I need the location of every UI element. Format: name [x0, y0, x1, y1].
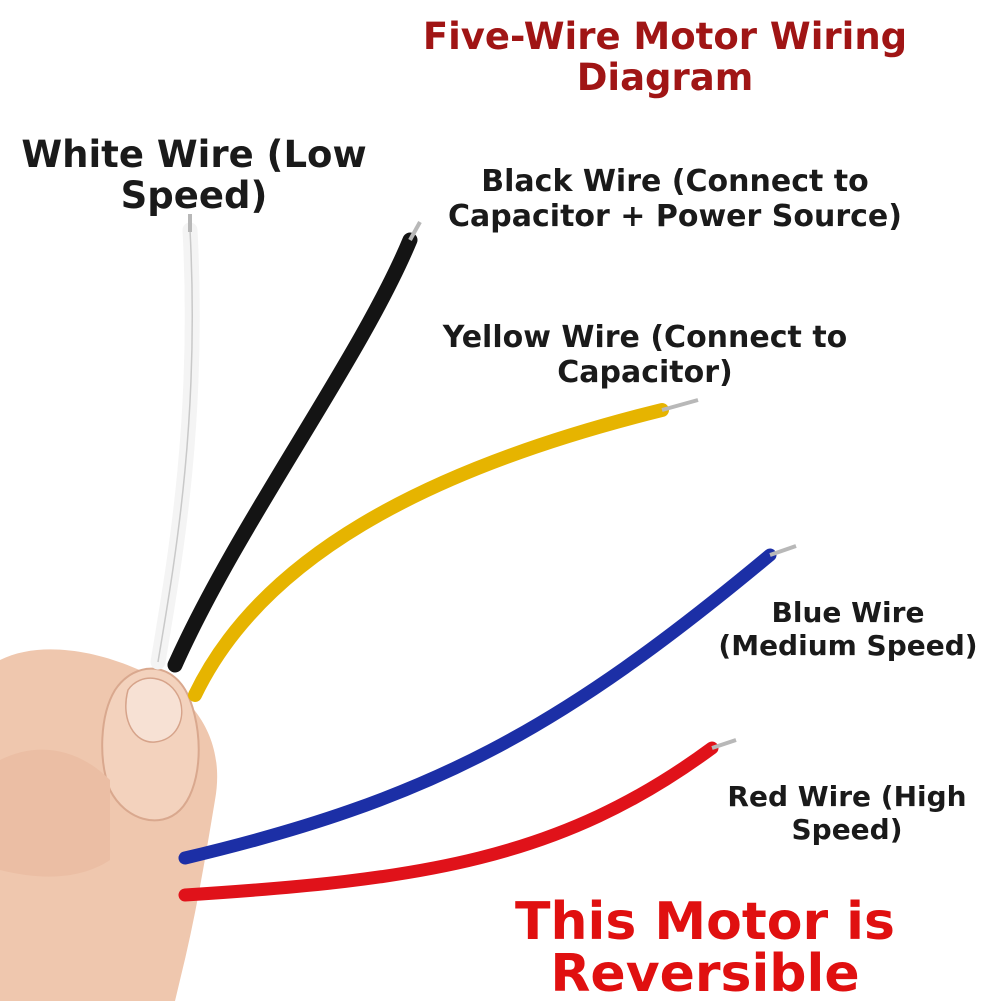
yellow-wire-tip: [661, 398, 699, 412]
reversible-note-line-1: This Motor is: [515, 892, 895, 952]
black-wire-tip: [408, 221, 422, 241]
blue-wire-label-line-1: Blue Wire: [771, 596, 925, 629]
red-wire-label-line-2: Speed): [791, 813, 903, 847]
white-wire-label: White Wire (Low Speed): [8, 134, 380, 217]
thumb-nail: [125, 677, 183, 743]
black-wire-label: Black Wire (Connect to Capacitor + Power…: [430, 164, 920, 235]
blue-wire-tip: [769, 544, 797, 557]
yellow-wire-label-line-1: Yellow Wire (Connect to: [442, 320, 848, 355]
yellow-wire: [188, 403, 669, 702]
yellow-wire-label: Yellow Wire (Connect to Capacitor): [420, 320, 870, 391]
reversible-note-line-2: Reversible: [550, 944, 860, 1001]
black-wire: [167, 232, 418, 673]
white-wire-label-line-1: White Wire (Low: [21, 133, 367, 176]
red-wire-label: Red Wire (High Speed): [712, 780, 982, 846]
wire-tips: [188, 214, 797, 750]
reversible-note: This Motor is Reversible: [500, 896, 910, 1000]
black-wire-label-line-1: Black Wire (Connect to: [481, 164, 869, 199]
white-wire-label-line-2: Speed): [120, 174, 268, 218]
hand-finger: [0, 749, 110, 877]
red-wire-tip: [711, 738, 737, 750]
title-line-1: Five-Wire Motor Wiring: [422, 15, 908, 58]
black-wire-label-line-2: Capacitor + Power Source): [448, 199, 902, 235]
diagram-title: Five-Wire Motor Wiring Diagram: [395, 16, 935, 99]
blue-wire: [178, 548, 777, 865]
blue-wire-label-line-2: (Medium Speed): [718, 629, 978, 663]
blue-wire-label: Blue Wire (Medium Speed): [700, 596, 996, 662]
title-line-2: Diagram: [576, 56, 754, 100]
white-wire-outline: [157, 229, 194, 663]
yellow-wire-label-line-2: Capacitor): [557, 355, 733, 391]
red-wire: [178, 741, 719, 902]
hand-holding-wires-icon: [0, 649, 218, 1001]
red-wire-label-line-1: Red Wire (High: [727, 780, 967, 813]
